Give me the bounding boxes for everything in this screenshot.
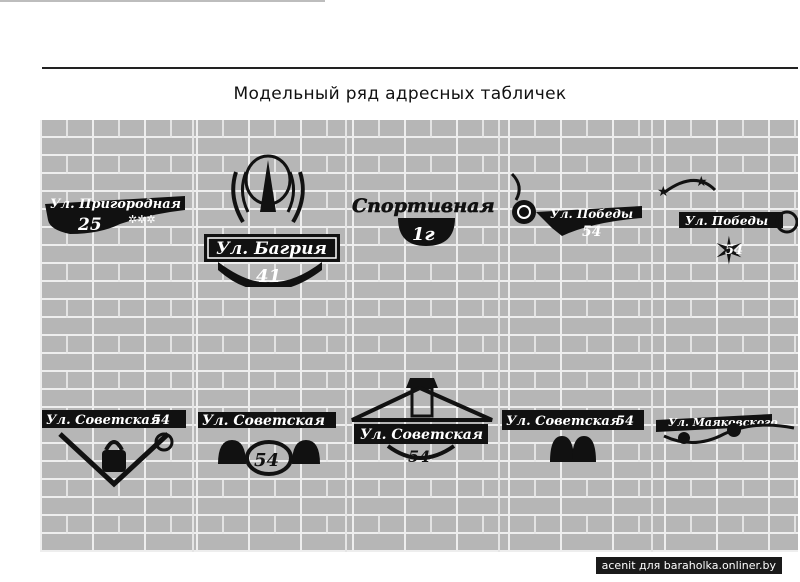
sign-street: Ул. Маяковского	[668, 416, 778, 429]
address-sign-4: Ул. Победы 54	[510, 172, 642, 240]
panel-seam	[192, 120, 194, 552]
svg-text:★: ★	[695, 174, 708, 190]
sign-street: Ул. Советская	[202, 413, 325, 429]
sun-figure-icon	[241, 154, 295, 213]
address-sign-3: Спортивная 1г	[352, 195, 495, 246]
sign-number: 54	[152, 413, 170, 428]
star-icon: ✶	[713, 229, 745, 270]
svg-text:★: ★	[657, 184, 670, 200]
star-arc-icon: ★ ★	[657, 174, 717, 200]
sign-street: Ул. Пригородная	[50, 197, 181, 212]
page-title: Модельный ряд адресных табличек	[233, 84, 567, 104]
sign-number: 41	[256, 266, 281, 287]
key-ring-icon	[775, 210, 798, 234]
header-rule	[42, 67, 798, 69]
sign-number: 25	[77, 215, 102, 235]
sign-number: 54	[408, 447, 430, 466]
sign-street: Ул. Победы	[685, 214, 768, 228]
sign-street: Ул. Советская	[360, 427, 483, 443]
sign-street: Спортивная	[352, 195, 495, 217]
address-sign-1: Ул. Пригородная 25 ✲✲✲	[45, 196, 185, 235]
address-sign-8: Ул. Советская 54	[351, 378, 493, 466]
bell-icon	[218, 440, 320, 464]
panel-seam	[498, 120, 500, 552]
address-sign-7: Ул. Советская 54	[198, 412, 336, 476]
panel-seam	[345, 120, 347, 552]
brick-wall-background	[40, 120, 798, 552]
sign-number: 1г	[412, 224, 435, 245]
address-sign-9: Ул. Советская 54	[502, 410, 644, 462]
sign-number: 54	[725, 243, 743, 258]
wheel-icon	[154, 432, 174, 452]
address-sign-2: Ул. Багрия 41	[204, 154, 340, 287]
padlock-icon	[102, 440, 126, 472]
sign-number: 54	[582, 224, 601, 240]
svg-text:✲✲✲: ✲✲✲	[128, 213, 156, 226]
top-divider	[0, 0, 325, 2]
sign-street: Ул. Советская	[46, 413, 160, 428]
sign-number: 54	[254, 450, 279, 471]
address-sign-5: ★ ★ Ул. Победы ✶ 54	[657, 174, 798, 270]
sign-street: Ул. Багрия	[216, 239, 327, 259]
sign-street: Ул. Победы	[550, 207, 633, 221]
bell-icon	[550, 436, 596, 462]
flower-icon	[678, 423, 741, 444]
panel-seam	[651, 120, 653, 552]
address-sign-10: Ул. Маяковского	[656, 414, 795, 445]
address-sign-6: Ул. Советская 54	[42, 410, 186, 488]
sign-number: 54	[616, 414, 634, 429]
sign-street: Ул. Советская	[506, 414, 620, 429]
rose-icon	[510, 172, 536, 224]
watermark: acenit для baraholka.onliner.by	[595, 557, 782, 574]
lantern-icon	[406, 378, 438, 418]
